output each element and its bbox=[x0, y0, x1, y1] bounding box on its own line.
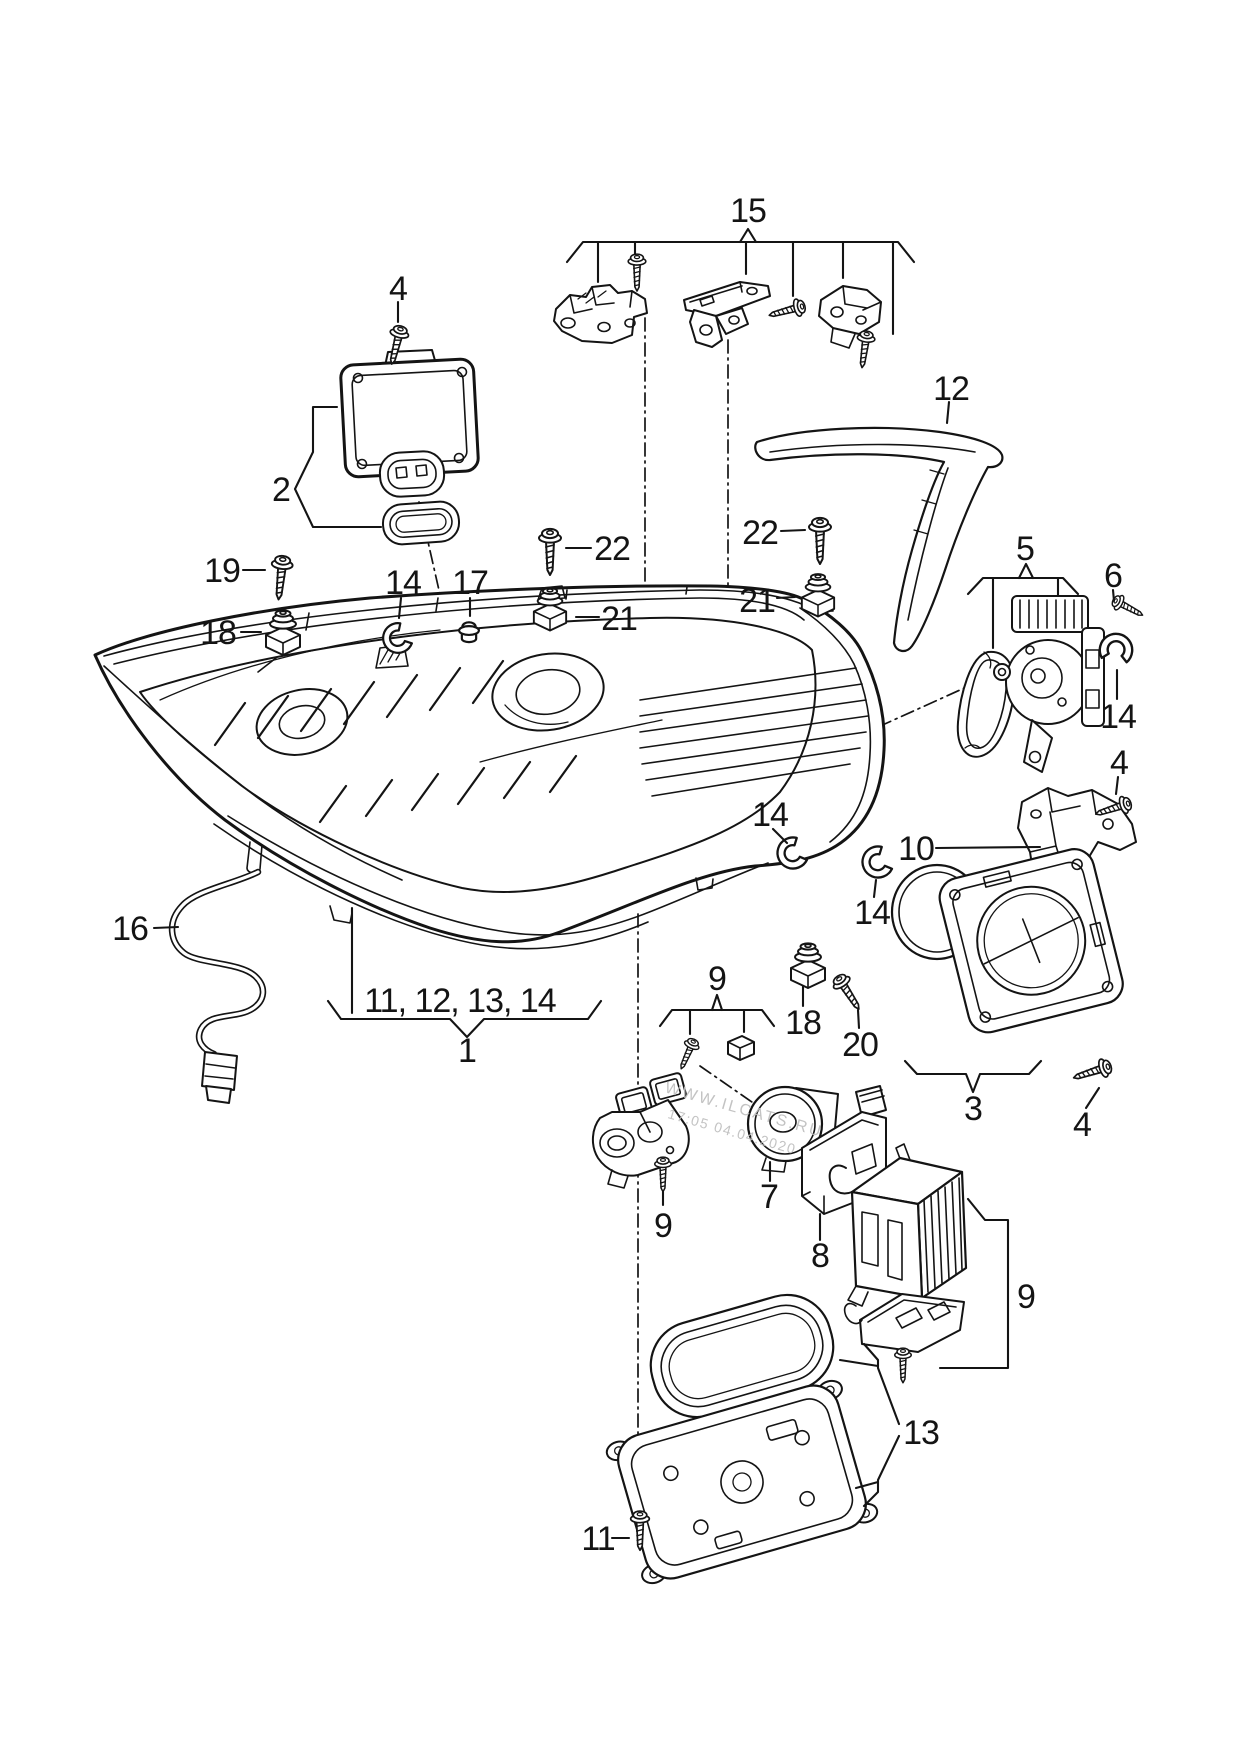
callout-21-right: 21 bbox=[739, 582, 775, 620]
clip-icon bbox=[856, 842, 895, 884]
screw-icon bbox=[538, 527, 562, 576]
nut-icon bbox=[800, 573, 836, 618]
screw-icon bbox=[894, 1347, 912, 1384]
callout-7: 7 bbox=[760, 1178, 778, 1216]
callout-4-bottom: 4 bbox=[1073, 1106, 1091, 1144]
callout-20: 20 bbox=[842, 1026, 878, 1064]
fasteners-22-21 bbox=[532, 516, 836, 632]
callout-group-1 bbox=[326, 906, 603, 1039]
clips-14-bottom bbox=[771, 827, 895, 899]
part-wiring-hose bbox=[152, 868, 267, 1104]
callout-13: 13 bbox=[903, 1414, 939, 1452]
screw-icon bbox=[627, 253, 647, 292]
rubber-cap bbox=[727, 1035, 755, 1061]
part-cover-assembly-3 bbox=[890, 848, 1124, 1110]
callout-4-top: 4 bbox=[389, 270, 407, 308]
callout-15: 15 bbox=[730, 192, 766, 230]
callout-group-11-12-13-14: 11, 12, 13, 14 bbox=[364, 982, 556, 1020]
part-bottom-cover-13 bbox=[605, 1293, 901, 1585]
callout-3: 3 bbox=[964, 1090, 982, 1128]
cover-plate bbox=[938, 848, 1124, 1034]
fasteners-left bbox=[239, 553, 480, 673]
part-headlight-housing bbox=[93, 584, 886, 950]
part-control-module bbox=[293, 300, 480, 546]
callout-21-left: 21 bbox=[601, 600, 637, 638]
screw-icon bbox=[1108, 591, 1148, 623]
part-leveling-motor-5 bbox=[956, 562, 1148, 797]
callout-18-bottom: 18 bbox=[785, 1004, 821, 1042]
callout-16: 16 bbox=[112, 910, 148, 948]
motor-body bbox=[993, 595, 1105, 773]
screw-icon bbox=[828, 970, 868, 1016]
part-trim-strip bbox=[754, 400, 1004, 653]
callout-14-right: 14 bbox=[1100, 698, 1136, 736]
part-bracket-set-15 bbox=[553, 227, 916, 370]
callout-14-bottom-b: 14 bbox=[854, 894, 890, 932]
callout-10: 10 bbox=[898, 830, 934, 868]
screw-icon bbox=[654, 1156, 672, 1193]
screw-icon bbox=[766, 296, 808, 325]
bracket-15-left bbox=[553, 284, 648, 344]
callout-9-bottom: 9 bbox=[654, 1207, 672, 1245]
nut-icon bbox=[790, 942, 826, 989]
screw-icon bbox=[808, 516, 832, 565]
screw-icon bbox=[267, 553, 295, 602]
callout-18-left: 18 bbox=[200, 614, 236, 652]
callout-22-left: 22 bbox=[594, 530, 630, 568]
bracket-15-right bbox=[818, 285, 882, 349]
callout-2: 2 bbox=[272, 471, 290, 509]
screw-icon bbox=[673, 1035, 703, 1073]
bracket-plate bbox=[843, 1293, 965, 1353]
callout-14-bottom-a: 14 bbox=[752, 796, 788, 834]
fasteners-18-20 bbox=[790, 942, 868, 1030]
callout-14-left: 14 bbox=[385, 564, 421, 602]
part-led-module-9 bbox=[828, 1143, 1010, 1384]
callout-1: 1 bbox=[458, 1032, 476, 1070]
screw-icon bbox=[852, 329, 877, 370]
callout-9-right: 9 bbox=[1017, 1278, 1035, 1316]
callout-12: 12 bbox=[933, 370, 969, 408]
callout-17: 17 bbox=[452, 564, 488, 602]
callout-19: 19 bbox=[204, 552, 240, 590]
part-adjuster-9 bbox=[592, 993, 776, 1207]
bracket-15-middle bbox=[683, 281, 771, 348]
screw-icon bbox=[1069, 1055, 1115, 1088]
callout-labels: 15 4 2 19 18 14 17 22 21 22 21 12 5 6 14… bbox=[112, 192, 1137, 1558]
callout-4-right: 4 bbox=[1110, 744, 1128, 782]
cap-icon bbox=[458, 621, 480, 644]
callout-22-right: 22 bbox=[742, 514, 778, 552]
callout-5: 5 bbox=[1016, 530, 1034, 568]
callout-9-top: 9 bbox=[708, 960, 726, 998]
callout-11: 11 bbox=[581, 1520, 614, 1558]
callout-6: 6 bbox=[1104, 557, 1122, 595]
callout-8: 8 bbox=[811, 1237, 829, 1275]
